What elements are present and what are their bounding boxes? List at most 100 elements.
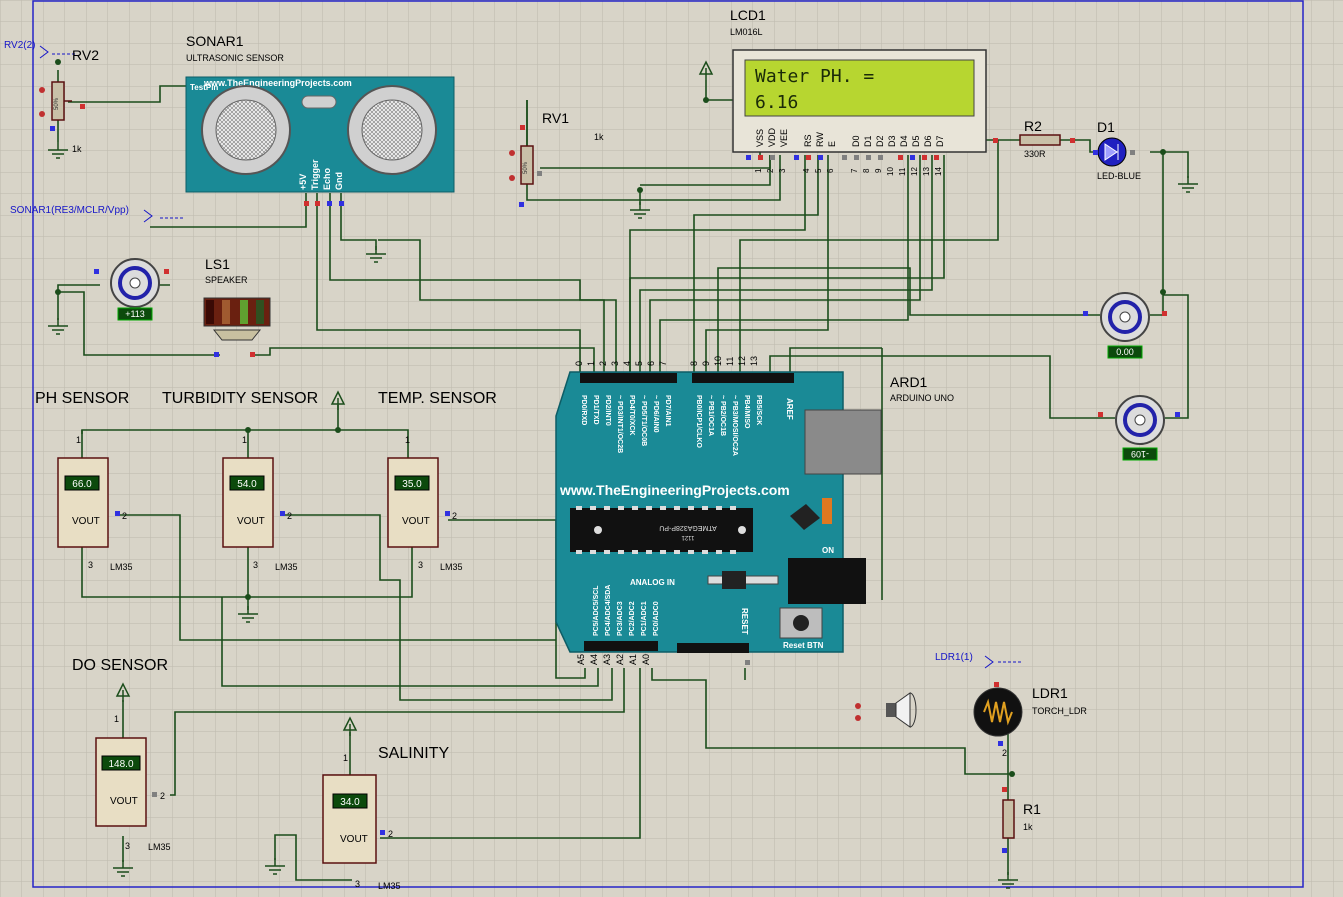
r1-resistor[interactable]: R1 1k bbox=[1002, 787, 1041, 853]
svg-text:1: 1 bbox=[242, 435, 247, 445]
svg-text:1: 1 bbox=[343, 753, 348, 763]
ldr-sensor[interactable]: LDR1 TORCH_LDR 2 bbox=[973, 682, 1087, 758]
lcd-line-1: Water PH. = bbox=[755, 66, 874, 87]
svg-text:35.0: 35.0 bbox=[402, 479, 422, 490]
svg-text:Echo: Echo bbox=[322, 167, 332, 190]
svg-text:LM35: LM35 bbox=[110, 562, 133, 572]
svg-text:A3: A3 bbox=[602, 654, 612, 665]
svg-text:PC3/ADC3: PC3/ADC3 bbox=[617, 601, 624, 636]
ls1-speaker[interactable]: LS1 SPEAKER bbox=[203, 256, 271, 357]
svg-text:6: 6 bbox=[826, 168, 835, 173]
svg-text:D1: D1 bbox=[1097, 119, 1115, 135]
motor-1[interactable]: +113 bbox=[94, 258, 169, 321]
svg-text:1: 1 bbox=[76, 435, 81, 445]
svg-text:4: 4 bbox=[622, 361, 632, 366]
svg-text:VEE: VEE bbox=[779, 129, 789, 147]
svg-text:~ PB2/OC1B: ~ PB2/OC1B bbox=[719, 395, 726, 436]
svg-text:1: 1 bbox=[114, 714, 119, 724]
svg-text:D3: D3 bbox=[887, 135, 897, 147]
svg-text:14: 14 bbox=[934, 167, 943, 176]
svg-text:PD7/AIN1: PD7/AIN1 bbox=[664, 395, 671, 427]
svg-text:330R: 330R bbox=[1024, 149, 1046, 159]
rv2-ref: RV2 bbox=[72, 47, 99, 63]
svg-text:PD1/TXD: PD1/TXD bbox=[592, 395, 599, 425]
d1-led[interactable]: D1 LED-BLUE bbox=[1093, 119, 1141, 181]
svg-text:11: 11 bbox=[725, 357, 735, 366]
svg-text:SALINITY: SALINITY bbox=[378, 745, 449, 762]
svg-text:PC1/ADC1: PC1/ADC1 bbox=[641, 601, 648, 636]
terminal-sonar[interactable]: SONAR1(RE3/MCLR/Vpp) bbox=[10, 205, 184, 223]
svg-text:8: 8 bbox=[862, 168, 871, 173]
svg-text:4: 4 bbox=[802, 168, 811, 173]
svg-text:50%: 50% bbox=[54, 97, 60, 110]
svg-text:3: 3 bbox=[125, 841, 130, 851]
svg-text:RS: RS bbox=[803, 134, 813, 147]
svg-text:PB0/ICP1/CLKO: PB0/ICP1/CLKO bbox=[695, 395, 702, 448]
terminal-rv2[interactable]: RV2(2) bbox=[4, 40, 76, 59]
svg-text:2: 2 bbox=[598, 361, 608, 366]
svg-text:E: E bbox=[827, 141, 837, 147]
svg-text:2: 2 bbox=[122, 511, 127, 521]
terminal-ldr[interactable]: LDR1(1) bbox=[935, 652, 1022, 669]
lcd-line-2: 6.16 bbox=[755, 92, 798, 113]
svg-text:1: 1 bbox=[405, 435, 410, 445]
svg-text:9: 9 bbox=[874, 168, 883, 173]
svg-text:A1: A1 bbox=[628, 654, 638, 665]
rv1-potentiometer[interactable]: RV1 1k 50% bbox=[509, 110, 604, 207]
svg-text:5: 5 bbox=[814, 168, 823, 173]
svg-text:66.0: 66.0 bbox=[72, 479, 92, 490]
svg-text:2: 2 bbox=[766, 168, 775, 173]
sheet-border bbox=[32, 0, 1304, 888]
ph-sensor[interactable]: PH SENSOR 1 66.0 VOUT 2 3 LM35 bbox=[35, 390, 133, 572]
svg-text:3: 3 bbox=[610, 361, 620, 366]
svg-text:LS1: LS1 bbox=[205, 256, 230, 272]
svg-text:D4: D4 bbox=[899, 135, 909, 147]
svg-text:~ PD5/T1/OC0B: ~ PD5/T1/OC0B bbox=[640, 395, 647, 446]
buzzer[interactable] bbox=[855, 692, 917, 728]
svg-text:PC5/ADC5/SCL: PC5/ADC5/SCL bbox=[593, 585, 600, 636]
svg-text:0: 0 bbox=[574, 361, 584, 366]
arduino-uno[interactable]: ARD1 ARDUINO UNO Reset BTN ON ATMEGA328P… bbox=[555, 356, 954, 665]
svg-text:~ PB3/MOSI/OC2A: ~ PB3/MOSI/OC2A bbox=[731, 395, 738, 456]
svg-text:ULTRASONIC SENSOR: ULTRASONIC SENSOR bbox=[186, 53, 284, 63]
r2-resistor[interactable]: R2 330R bbox=[993, 118, 1075, 159]
svg-text:LCD1: LCD1 bbox=[730, 7, 766, 23]
svg-text:ARD1: ARD1 bbox=[890, 374, 928, 390]
svg-text:148.0: 148.0 bbox=[108, 759, 133, 770]
svg-text:7: 7 bbox=[658, 361, 668, 366]
svg-text:LM016L: LM016L bbox=[730, 27, 763, 37]
motor-2[interactable]: 0.00 bbox=[1083, 292, 1167, 359]
svg-text:LM35: LM35 bbox=[378, 881, 401, 891]
lcd-display[interactable]: LCD1 LM016L Water PH. = 6.16 VSS VDD VEE… bbox=[730, 7, 987, 176]
svg-text:54.0: 54.0 bbox=[237, 479, 257, 490]
arduino-site: www.TheEngineeringProjects.com bbox=[559, 482, 790, 498]
svg-text:PD2/INT0: PD2/INT0 bbox=[604, 395, 611, 426]
svg-text:AREF: AREF bbox=[785, 398, 794, 420]
salinity-sensor[interactable]: SALINITY 1 34.0 VOUT 2 3 LM35 bbox=[322, 745, 449, 891]
svg-text:PD0/RXD: PD0/RXD bbox=[580, 395, 587, 425]
svg-text:SONAR1: SONAR1 bbox=[186, 33, 244, 49]
do-sensor[interactable]: DO SENSOR 1 148.0 VOUT 2 3 LM35 bbox=[72, 657, 171, 852]
svg-text:1k: 1k bbox=[594, 132, 604, 142]
wires bbox=[57, 70, 1189, 881]
svg-text:PB5/SCK: PB5/SCK bbox=[755, 395, 762, 425]
svg-text:6: 6 bbox=[646, 361, 656, 366]
svg-text:R2: R2 bbox=[1024, 118, 1042, 134]
analog-pin-numbers: A5 A4 A3 A2 A1 A0 bbox=[576, 654, 651, 665]
svg-text:LM35: LM35 bbox=[148, 842, 171, 852]
svg-text:VOUT: VOUT bbox=[72, 516, 100, 527]
svg-text:D1: D1 bbox=[863, 135, 873, 147]
svg-text:LM35: LM35 bbox=[440, 562, 463, 572]
turbidity-sensor[interactable]: TURBIDITY SENSOR 1 54.0 VOUT 2 3 LM35 bbox=[162, 390, 318, 572]
svg-text:LED-BLUE: LED-BLUE bbox=[1097, 171, 1141, 181]
motor-3[interactable]: -109 bbox=[1098, 395, 1180, 461]
svg-text:2: 2 bbox=[1002, 748, 1007, 758]
temp-sensor[interactable]: TEMP. SENSOR 1 35.0 VOUT 2 3 LM35 bbox=[378, 390, 497, 572]
sonar-sensor[interactable]: SONAR1 ULTRASONIC SENSOR www.TheEngineer… bbox=[80, 33, 455, 206]
svg-text:RV1: RV1 bbox=[542, 110, 569, 126]
svg-text:LDR1(1): LDR1(1) bbox=[935, 652, 973, 663]
svg-text:5: 5 bbox=[634, 361, 644, 366]
rv2-potentiometer[interactable]: 50% RV2 1k bbox=[39, 47, 99, 154]
svg-text:~ PB1/OC1A: ~ PB1/OC1A bbox=[707, 395, 714, 436]
